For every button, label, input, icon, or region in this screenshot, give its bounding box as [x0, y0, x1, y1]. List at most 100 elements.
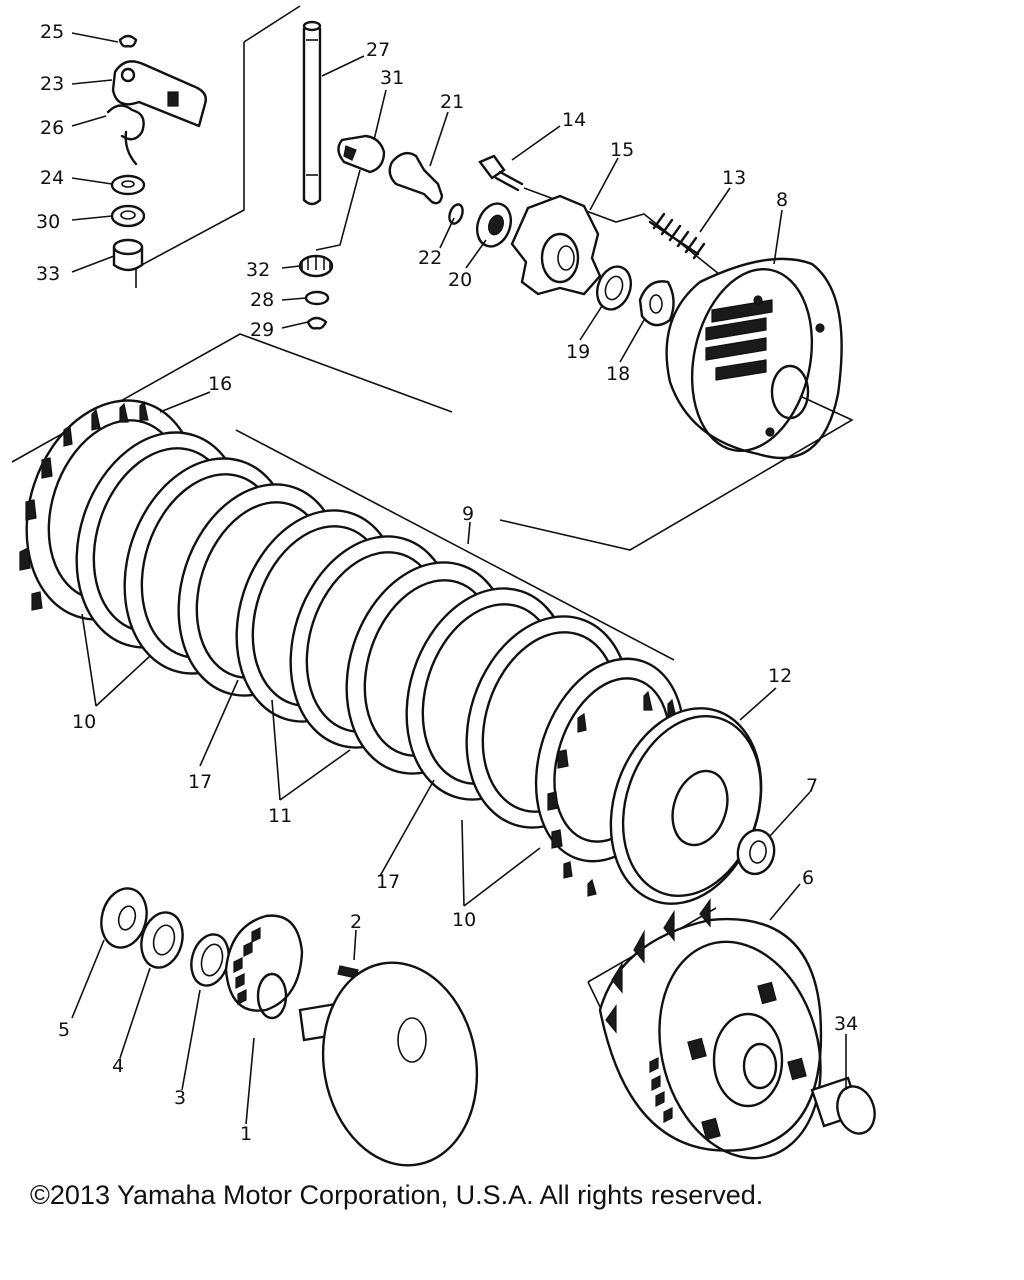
push-rod-shaft [302, 28, 322, 206]
housing-rim [658, 940, 822, 1160]
housing-damper-2 [701, 1117, 721, 1141]
callout-28: 28 [250, 289, 274, 311]
part-27-push-rod [302, 20, 322, 206]
part-32-pinion [298, 254, 334, 278]
clutch-plate-stack [11, 333, 686, 897]
callout-34: 34 [834, 1013, 858, 1035]
push-lever-group [106, 5, 301, 288]
drive-gear-bore [256, 972, 288, 1020]
housing-slots [605, 898, 711, 1034]
spring-coils [652, 212, 706, 260]
part-22-o-ring [448, 203, 464, 225]
flywheel-disc [321, 961, 479, 1167]
cover-bolt-hole-1 [753, 295, 763, 305]
callout-20: 20 [448, 269, 472, 291]
thrust-washer-body [100, 887, 148, 949]
pressure-disc-rim [621, 714, 763, 898]
callout-18: 18 [606, 363, 630, 385]
housing-hub [712, 1012, 784, 1108]
callout-25: 25 [40, 21, 64, 43]
housing-body [598, 917, 823, 1152]
housing-gear-teeth [649, 1057, 673, 1123]
pinion-teeth [301, 256, 331, 270]
thrust-washer-hole [117, 905, 137, 931]
bearing-19-inner [604, 275, 624, 301]
callout-30: 30 [36, 211, 60, 233]
part-30-hole [120, 210, 136, 220]
callout-8: 8 [776, 189, 788, 211]
clutch-exploded-diagram: 25 23 26 24 30 33 27 31 21 14 15 13 8 22… [11, 5, 876, 1167]
callout-32: 32 [246, 259, 270, 281]
part-30-seal [110, 204, 146, 228]
callout-4: 4 [112, 1055, 124, 1077]
housing-damper-3 [687, 1037, 707, 1061]
washer-4-hole [152, 924, 176, 956]
part-5-thrust-washer [100, 887, 148, 949]
circlip-hole [749, 840, 767, 864]
flywheel-hole [397, 1017, 427, 1063]
callout-12: 12 [768, 665, 792, 687]
callout-1: 1 [240, 1123, 252, 1145]
part-28-washer [304, 290, 330, 306]
part-23-detail [167, 91, 179, 107]
callout-22: 22 [418, 247, 442, 269]
part-24-washer [110, 174, 146, 196]
callout-2: 2 [350, 911, 362, 933]
bearing-19-outer [595, 265, 633, 311]
callout-16: 16 [208, 373, 232, 395]
part-18-lock-washer [638, 280, 675, 327]
bolt-shank [494, 170, 524, 192]
push-shaft-body [388, 151, 444, 205]
cover-slots [705, 299, 773, 381]
cover-bolt-hole-3 [765, 427, 775, 437]
callout-17-left: 17 [188, 771, 212, 793]
callout-31: 31 [380, 67, 404, 89]
circlip-body [736, 828, 776, 876]
callout-6: 6 [802, 867, 814, 889]
washer-4-body [140, 911, 184, 969]
part-19-bearing [595, 265, 633, 311]
push-piece-bracket [315, 169, 361, 251]
cover-boss [770, 364, 810, 420]
bolt-head [478, 154, 506, 180]
bearing-inner [487, 214, 505, 236]
copyright-notice: ©2013 Yamaha Motor Corporation, U.S.A. A… [30, 1180, 764, 1210]
callout-19: 19 [566, 341, 590, 363]
callout-5: 5 [58, 1019, 70, 1041]
pressure-plate-body [510, 194, 602, 296]
part-13-clutch-spring [648, 212, 706, 260]
cover-bracket [499, 395, 854, 551]
part-1-primary-drive-gear [224, 914, 304, 1020]
part-14-bolt [478, 154, 524, 192]
callout-9: 9 [462, 503, 474, 525]
drive-gear-body [224, 914, 304, 1012]
callout-labels: 25 23 26 24 30 33 27 31 21 14 15 13 8 22… [36, 21, 858, 1145]
push-piece-hole [343, 145, 357, 161]
part-31-push-piece [337, 134, 386, 174]
friction-plate-last-tabs [547, 690, 677, 897]
group-bracket [135, 42, 245, 288]
callout-10-right: 10 [452, 909, 476, 931]
callout-21: 21 [440, 91, 464, 113]
callout-14: 14 [562, 109, 586, 131]
part-12-pressure-disc [609, 707, 763, 905]
diagram-canvas: 25 23 26 24 30 33 27 31 21 14 15 13 8 22… [11, 5, 876, 1167]
callout-29: 29 [250, 319, 274, 341]
part-34-spacer [810, 1076, 876, 1135]
housing-damper-4 [787, 1057, 807, 1081]
callout-leaders [71, 32, 847, 1125]
cover-bolt-hole-2 [815, 323, 825, 333]
part-26-spring [106, 104, 145, 166]
part-24-hole [121, 180, 135, 188]
lock-washer-hole [649, 294, 663, 314]
part-25-clip [118, 34, 138, 48]
callout-26: 26 [40, 117, 64, 139]
friction-plate-16-tabs [19, 400, 149, 611]
callout-11: 11 [268, 805, 292, 827]
part-7-circlip [736, 828, 776, 876]
part-15-pressure-plate [510, 194, 602, 296]
part-4-washer [140, 911, 184, 969]
callout-23: 23 [40, 73, 64, 95]
part-8-clutch-cover [665, 257, 843, 460]
callout-17-right: 17 [376, 871, 400, 893]
